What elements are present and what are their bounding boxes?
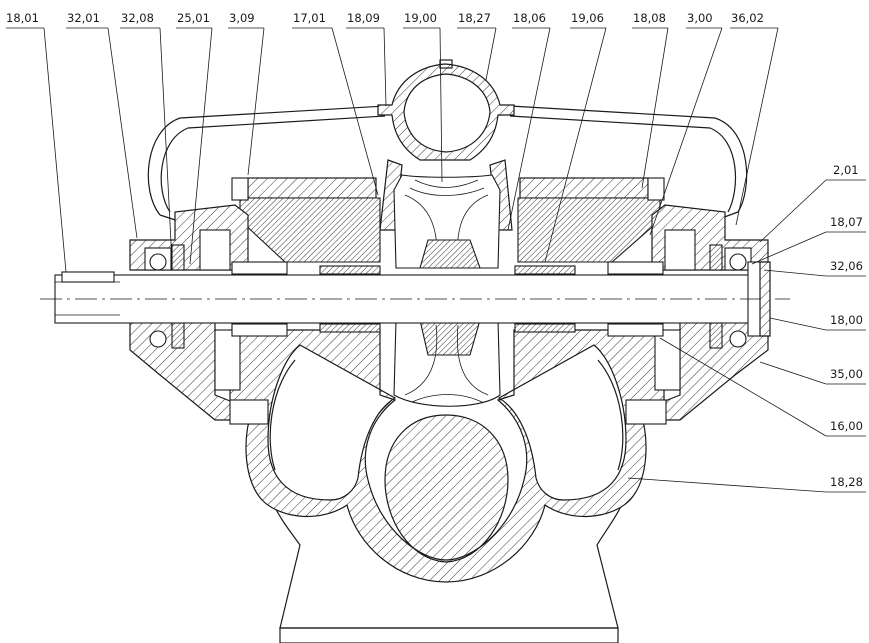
label-18-27: 18,27: [458, 11, 491, 25]
label-18-09: 18,09: [347, 11, 380, 25]
label-19-00: 19,00: [404, 11, 437, 25]
label-18-01: 18,01: [6, 11, 39, 25]
upper-bracket-left: [231, 177, 381, 263]
impeller-lower: [393, 319, 501, 407]
label-3-09: 3,09: [229, 11, 255, 25]
right-labels: 2,01 18,07 32,06 18,00 35,00 16,00 18,28: [627, 163, 866, 493]
label-25-01: 25,01: [177, 11, 210, 25]
label-18-06: 18,06: [513, 11, 546, 25]
label-32-06: 32,06: [830, 259, 863, 273]
label-18-28: 18,28: [830, 475, 863, 489]
pump-shaft: [40, 261, 790, 337]
label-19-06: 19,06: [571, 11, 604, 25]
end-cover-right: [759, 261, 771, 337]
label-18-08: 18,08: [633, 11, 666, 25]
bearing-housing-right: [651, 204, 769, 349]
label-36-02: 36,02: [731, 11, 764, 25]
label-18-07: 18,07: [830, 215, 863, 229]
lower-casing: [229, 329, 665, 583]
shaft-sleeves: [231, 261, 664, 337]
top-labels: 18,01 32,01 32,08 25,01 3,09 17,01 18,09…: [6, 11, 779, 273]
label-18-00: 18,00: [830, 313, 863, 327]
label-32-08: 32,08: [121, 11, 154, 25]
label-32-01: 32,01: [67, 11, 100, 25]
label-3-00: 3,00: [687, 11, 713, 25]
label-17-01: 17,01: [293, 11, 326, 25]
label-35-00: 35,00: [830, 367, 863, 381]
upper-bracket-right: [517, 177, 665, 263]
bearing-housing-left: [129, 204, 249, 349]
balance-pipe-loop: [147, 105, 748, 229]
label-16-00: 16,00: [830, 419, 863, 433]
impeller-upper: [393, 174, 501, 269]
label-2-01: 2,01: [833, 163, 859, 177]
